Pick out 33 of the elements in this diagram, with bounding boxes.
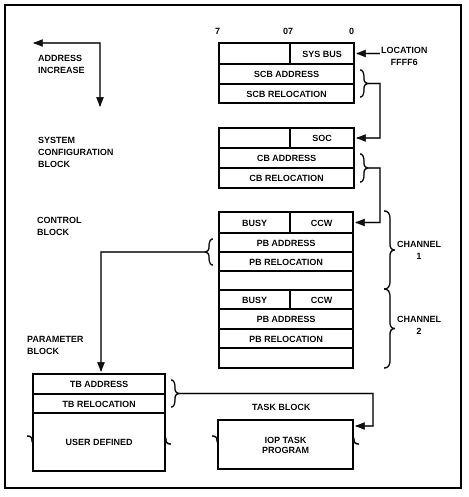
block-label: PARAMETER BLOCK [27, 333, 84, 357]
memory-cell: IOP TASK PROGRAM [217, 419, 354, 470]
location-label: LOCATION FFFF6 [381, 44, 428, 68]
memory-cell: TB ADDRESS [32, 373, 166, 395]
channel-label: CHANNEL 2 [397, 313, 441, 337]
memory-cell: USER DEFINED [32, 412, 166, 472]
arrow [97, 238, 214, 372]
memory-cell: PB ADDRESS [218, 232, 354, 253]
arrow [355, 153, 381, 226]
bit-number: 07 [283, 25, 294, 37]
memory-cell: SOC [289, 127, 355, 149]
bit-number: 0 [349, 25, 354, 37]
memory-cell: CB RELOCATION [218, 167, 355, 189]
memory-cell: TB RELOCATION [32, 393, 166, 414]
block-label: TASK BLOCK [252, 401, 310, 413]
memory-cell: SCB RELOCATION [218, 83, 355, 104]
memory-cell: PB RELOCATION [218, 251, 354, 272]
memory-cell: SYS BUS [289, 42, 355, 65]
memory-cell: PB ADDRESS [218, 308, 354, 330]
memory-cell: CB ADDRESS [218, 147, 355, 169]
arrow [356, 69, 381, 142]
memory-cell: PB RELOCATION [218, 328, 354, 349]
direction-label: ADDRESS INCREASE [38, 52, 84, 76]
memory-cell: SCB ADDRESS [218, 63, 355, 85]
channel-label: CHANNEL 1 [397, 238, 441, 262]
memory-cell [218, 270, 354, 291]
arrow [356, 50, 380, 58]
block-label: SYSTEM CONFIGURATION BLOCK [38, 134, 114, 170]
block-label: CONTROL BLOCK [37, 214, 82, 238]
memory-cell [218, 347, 354, 369]
bit-number: 7 [215, 25, 220, 37]
arrow [170, 379, 374, 430]
memory-cell: CCW [289, 211, 354, 234]
